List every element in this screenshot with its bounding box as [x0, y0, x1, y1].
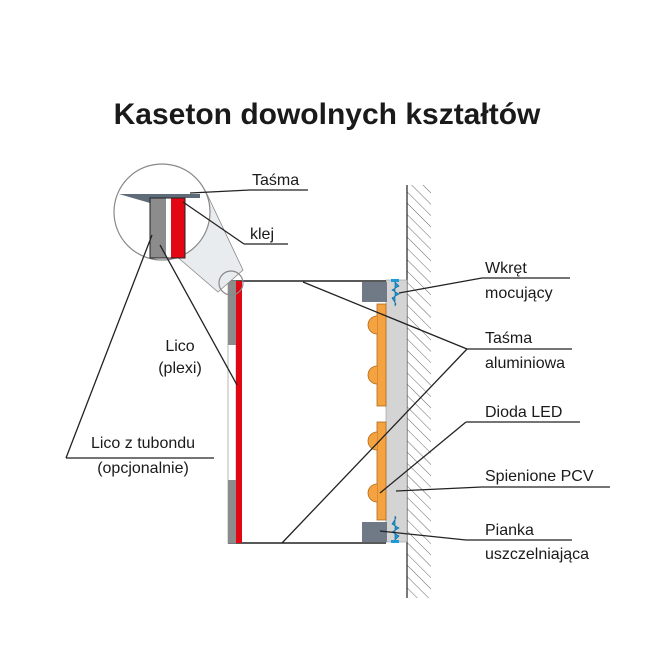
label-spienione-pcv: Spienione PCV [485, 468, 594, 485]
screw-bottom-icon [391, 515, 400, 543]
label-tasma-alu-line1: Taśma [485, 330, 532, 347]
screw-top-icon [391, 279, 400, 307]
label-pianka-line2: uszczelniająca [485, 546, 589, 563]
label-wkret-line1: Wkręt [485, 260, 527, 277]
label-lico-tubond-line2: (opcjonalnie) [97, 460, 189, 477]
label-dioda-led: Dioda LED [485, 404, 562, 421]
label-lico-line1: Lico [165, 338, 194, 355]
foam-seal-top [362, 282, 387, 302]
label-tasma-alu-line2: aluminiowa [485, 355, 565, 372]
label-pianka-line1: Pianka [485, 522, 534, 539]
pcv-panel [385, 279, 408, 543]
diagram-title: Kaseton dowolnych kształtów [114, 98, 541, 131]
label-lico-tubond-line1: Lico z tubondu [91, 435, 195, 452]
label-lico-line2: (plexi) [158, 360, 202, 377]
leader-lines [65, 189, 610, 544]
detail-magnifier [113, 163, 244, 296]
label-tasma: Taśma [252, 172, 299, 189]
foam-seal-bottom [362, 522, 387, 542]
label-klej: klej [250, 226, 274, 243]
front-face [227, 280, 242, 544]
label-wkret-line2: mocujący [485, 285, 553, 302]
led-strips [367, 303, 387, 521]
